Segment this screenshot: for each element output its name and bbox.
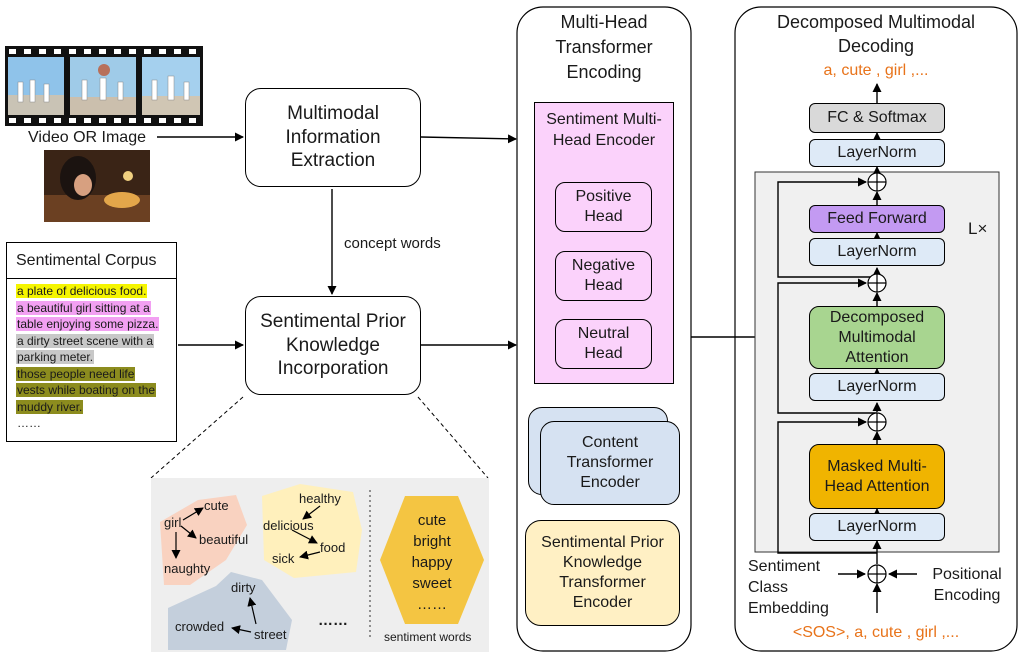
video-film-strip — [5, 46, 203, 126]
positive-head-label: Positive Head — [575, 188, 632, 225]
content-encoder-label: Content Transformer Encoder — [566, 434, 654, 491]
cluster-street-shape — [168, 572, 292, 650]
positive-head-box: Positive Head — [555, 182, 652, 232]
word-street: street — [254, 627, 287, 642]
word-dirty: dirty — [231, 580, 256, 595]
sentiment-word: cute — [417, 512, 447, 529]
corpus-sentence-text: those people need life — [16, 366, 136, 381]
corpus-sentence: a dirty street scene with a — [16, 333, 176, 350]
prior-encoder-label: Sentimental Prior Knowledge Transformer … — [541, 534, 664, 611]
layernorm-label: LayerNorm — [837, 378, 917, 395]
corpus-sentence: a beautiful girl sitting at a — [16, 300, 176, 317]
encoding-panel-title: Multi-Head Transformer Encoding — [517, 10, 691, 85]
sentimental-corpus-box: Sentimental Corpus a plate of delicious … — [6, 242, 177, 442]
cluster-cute-shape — [160, 495, 247, 585]
layernorm-label: LayerNorm — [837, 243, 917, 260]
sentiment-word: sweet — [412, 575, 452, 592]
feed-forward-label: Feed Forward — [827, 210, 927, 227]
cluster-food-shape — [262, 484, 362, 578]
layernorm-masked-box: LayerNorm — [809, 513, 945, 541]
layernorm-top-box: LayerNorm — [809, 139, 945, 167]
sentiment-word-list: cute bright happy sweet …… — [400, 510, 464, 615]
corpus-sentence: those people need life — [16, 366, 176, 383]
decomposed-attention-box: Decomposed Multimodal Attention — [809, 306, 945, 369]
neutral-head-box: Neutral Head — [555, 319, 652, 369]
corpus-sentence-text: a beautiful girl sitting at a — [16, 300, 151, 315]
extraction-label: Multimodal Information Extraction — [285, 102, 381, 172]
concept-words-label: concept words — [344, 235, 441, 252]
corpus-sentence-text: a dirty street scene with a — [16, 333, 155, 348]
corpus-sentence-text: a plate of delicious food. — [16, 284, 148, 298]
fc-softmax-box: FC & Softmax — [809, 103, 945, 133]
prior-label: Sentimental Prior Knowledge Incorporatio… — [260, 310, 406, 380]
negative-head-box: Negative Head — [555, 251, 652, 301]
corpus-sentence: vests while boating on the — [16, 382, 176, 399]
word-naughty: naughty — [164, 561, 211, 576]
word-food: food — [320, 540, 346, 555]
prior-encoder-box: Sentimental Prior Knowledge Transformer … — [525, 520, 680, 626]
sentimental-prior-box: Sentimental Prior Knowledge Incorporatio… — [245, 296, 421, 395]
decomposed-attention-label: Decomposed Multimodal Attention — [829, 308, 925, 366]
word-sick: sick — [272, 551, 295, 566]
corpus-sentence: a plate of delicious food. — [16, 283, 176, 300]
corpus-sentence: …… — [16, 415, 176, 432]
fc-softmax-label: FC & Softmax — [827, 109, 927, 126]
layernorm-ff-box: LayerNorm — [809, 238, 945, 266]
sentiment-words-caption: sentiment words — [384, 630, 472, 644]
corpus-sentence: muddy river. — [16, 399, 176, 416]
encoding-panel — [516, 6, 692, 652]
sentiment-words-hexagon — [380, 496, 484, 624]
corpus-sentence: table enjoying some pizza. — [16, 316, 176, 333]
corpus-sentences: a plate of delicious food. a beautiful gi… — [7, 279, 176, 432]
corpus-sentence-text: vests while boating on the — [16, 383, 157, 397]
word-cute: cute — [204, 498, 229, 513]
input-tokens: <SOS>, a, cute , girl ,... — [792, 624, 960, 641]
video-or-image-label: Video OR Image — [28, 129, 146, 146]
masked-attention-box: Masked Multi-Head Attention — [809, 444, 945, 509]
corpus-sentence-text: muddy river. — [16, 399, 84, 414]
feed-forward-box: Feed Forward — [809, 205, 945, 233]
layernorm-label: LayerNorm — [837, 518, 917, 535]
sentiment-encoder-label: Sentiment Multi-Head Encoder — [546, 111, 662, 149]
corpus-sentence-text: table enjoying some pizza. — [16, 317, 160, 331]
positional-encoding-label: Positional Encoding — [932, 566, 1002, 604]
word-crowded: crowded — [175, 619, 225, 634]
sentiment-word: happy — [411, 554, 453, 571]
decoding-panel-title: Decomposed Multimodal Decoding — [735, 10, 1017, 58]
more-clusters-ellipsis: …… — [318, 612, 348, 629]
corpus-sentence-text: parking meter. — [16, 350, 95, 364]
word-girl: girl — [164, 515, 182, 530]
corpus-title: Sentimental Corpus — [16, 252, 157, 269]
layer-repeat-label: L× — [968, 219, 988, 238]
word-beautiful: beautiful — [199, 532, 249, 547]
masked-attention-label: Masked Multi-Head Attention — [824, 457, 930, 495]
sentiment-word: bright — [413, 533, 451, 550]
layernorm-attn-box: LayerNorm — [809, 373, 945, 401]
encoding-title-text: Multi-Head Transformer Encoding — [555, 12, 653, 82]
decoding-title-text: Decomposed Multimodal Decoding — [776, 12, 976, 56]
neutral-head-label: Neutral Head — [577, 325, 630, 362]
corpus-sentence: parking meter. — [16, 349, 176, 366]
layernorm-label: LayerNorm — [837, 144, 917, 161]
decoding-panel — [734, 6, 1018, 652]
multimodal-extraction-box: Multimodal Information Extraction — [245, 88, 421, 187]
corpus-sentence-text: …… — [17, 416, 41, 430]
sentiment-word: …… — [417, 596, 447, 613]
sentiment-class-embedding-label: Sentiment Class Embedding — [748, 558, 829, 617]
negative-head-label: Negative Head — [571, 257, 636, 294]
sample-image-girl-eating — [44, 150, 150, 222]
content-encoder-box: Content Transformer Encoder — [540, 421, 680, 505]
word-healthy: healthy — [299, 491, 341, 506]
output-tokens: a, cute , girl ,... — [823, 62, 929, 79]
word-delicious: delicious — [263, 518, 314, 533]
